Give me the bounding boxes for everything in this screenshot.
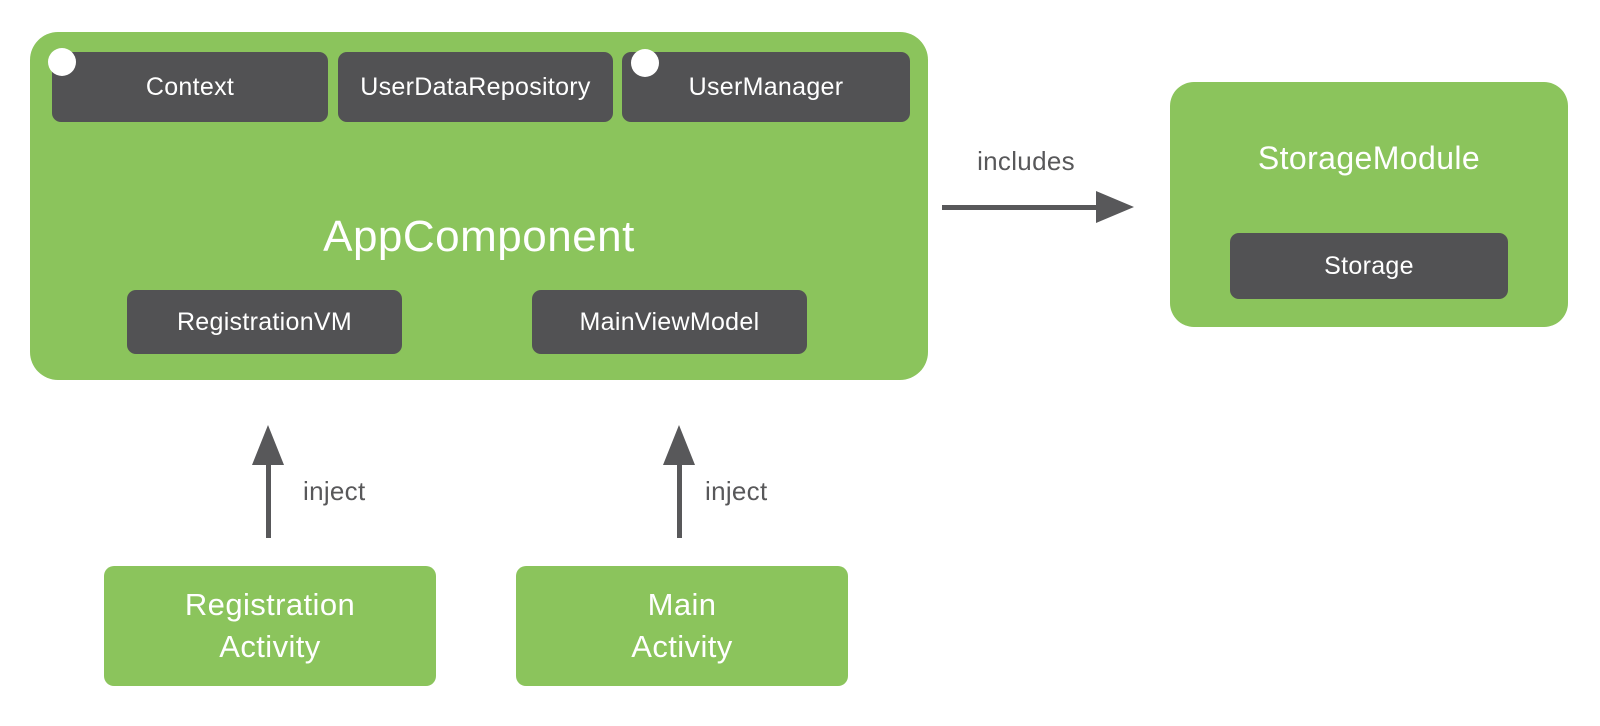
includes-arrow-head-icon bbox=[1096, 191, 1134, 223]
main-view-model-label: MainViewModel bbox=[579, 307, 760, 336]
inject-right-arrow-shaft bbox=[677, 458, 682, 538]
inject-left-arrow-shaft bbox=[266, 458, 271, 538]
app-component-title: AppComponent bbox=[323, 212, 635, 261]
user-manager-label: UserManager bbox=[688, 72, 844, 101]
storage-label: Storage bbox=[1324, 251, 1414, 280]
user-data-repository-label: UserDataRepository bbox=[360, 72, 591, 101]
scope-indicator-dot bbox=[631, 49, 659, 77]
registration-vm-label: RegistrationVM bbox=[176, 307, 353, 336]
user-data-repository-node: UserDataRepository bbox=[338, 52, 613, 122]
registration-vm-node: RegistrationVM bbox=[127, 290, 402, 354]
main-view-model-node: MainViewModel bbox=[532, 290, 807, 354]
storage-node: Storage bbox=[1230, 233, 1508, 299]
registration-activity-label: Registration Activity bbox=[184, 587, 356, 664]
user-manager-node: UserManager bbox=[622, 52, 910, 122]
main-activity-label: Main Activity bbox=[631, 587, 733, 664]
main-activity-node: Main Activity bbox=[516, 566, 848, 686]
includes-edge-label: includes bbox=[977, 146, 1075, 176]
app-component-node: Context UserDataRepository UserManager A… bbox=[30, 32, 928, 380]
includes-arrow-shaft bbox=[942, 205, 1096, 210]
inject-left-edge-label: inject bbox=[303, 476, 366, 506]
context-label: Context bbox=[145, 72, 235, 101]
storage-module-title: StorageModule bbox=[1257, 140, 1481, 176]
scope-indicator-dot bbox=[48, 48, 76, 76]
registration-activity-node: Registration Activity bbox=[104, 566, 436, 686]
inject-right-edge-label: inject bbox=[705, 476, 768, 506]
storage-module-node: StorageModule Storage bbox=[1170, 82, 1568, 327]
context-node: Context bbox=[52, 52, 328, 122]
